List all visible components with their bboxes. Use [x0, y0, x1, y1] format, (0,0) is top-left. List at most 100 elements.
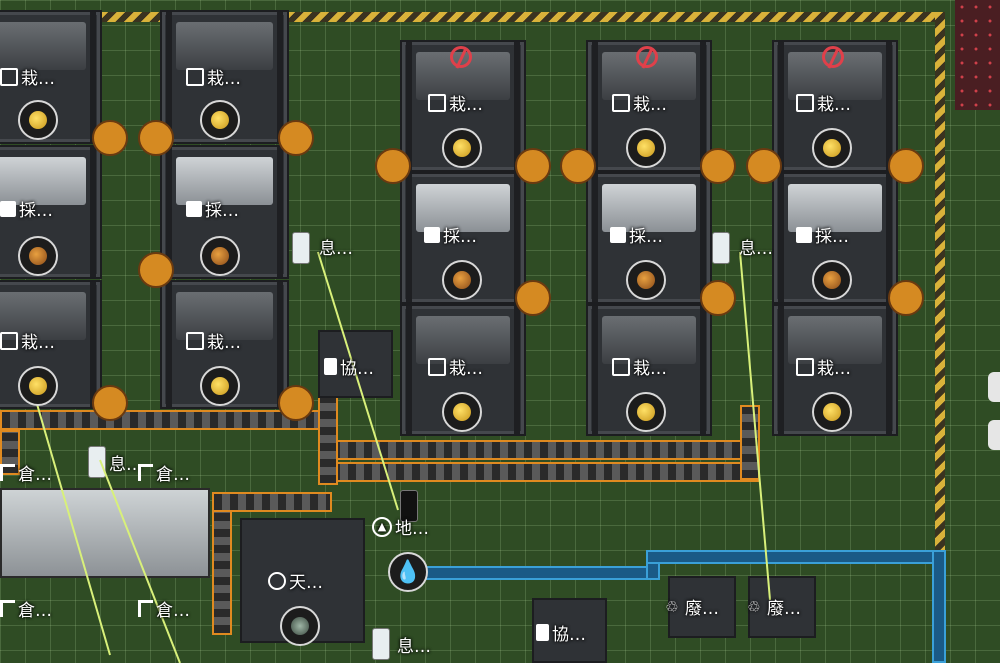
rest-label[interactable]: 息… — [374, 632, 431, 657]
crop-bubble[interactable] — [442, 128, 482, 168]
planter-machine[interactable] — [160, 280, 289, 409]
belt-port[interactable] — [278, 385, 314, 421]
conveyor-belt[interactable] — [740, 405, 760, 480]
belt-port[interactable] — [746, 148, 782, 184]
harvester-label[interactable]: 採… — [424, 222, 477, 247]
harvester-label[interactable]: 採… — [0, 196, 53, 221]
sky-label[interactable]: 天… — [268, 568, 323, 593]
storage-label[interactable]: 倉… — [138, 596, 190, 621]
document-icon — [324, 358, 337, 375]
storage-label[interactable]: 倉… — [0, 596, 52, 621]
water-pipe[interactable] — [420, 566, 660, 580]
water-pipe[interactable] — [646, 550, 946, 564]
storage-building[interactable] — [0, 488, 210, 578]
protocol-label[interactable]: 協… — [324, 354, 374, 379]
waste-label[interactable]: ♲廢… — [744, 594, 801, 620]
crop-bubble[interactable] — [626, 392, 666, 432]
crop-bubble[interactable] — [18, 100, 58, 140]
crop-bubble[interactable] — [442, 392, 482, 432]
conveyor-belt[interactable] — [0, 430, 20, 475]
planter-label[interactable]: 栽… — [796, 354, 851, 379]
crop-bubble[interactable] — [18, 366, 58, 406]
planter-label[interactable]: 栽… — [612, 90, 667, 115]
rest-icon — [86, 453, 106, 473]
belt-port[interactable] — [888, 280, 924, 316]
planter-label[interactable]: 栽… — [612, 354, 667, 379]
belt-port[interactable] — [375, 148, 411, 184]
belt-port[interactable] — [700, 148, 736, 184]
belt-port[interactable] — [515, 148, 551, 184]
belt-port[interactable] — [515, 280, 551, 316]
relay-tower[interactable] — [400, 490, 418, 522]
belt-port[interactable] — [700, 280, 736, 316]
belt-port[interactable] — [138, 120, 174, 156]
restricted-area — [955, 0, 1000, 110]
product-bubble[interactable] — [200, 236, 240, 276]
waste-label[interactable]: ♲廢… — [662, 594, 719, 620]
crop-bubble[interactable] — [626, 128, 666, 168]
water-pipe[interactable] — [932, 550, 946, 663]
belt-port[interactable] — [560, 148, 596, 184]
harvester-machine[interactable] — [0, 145, 102, 279]
harvester-label[interactable]: 採… — [610, 222, 663, 247]
planter-label[interactable]: 栽… — [428, 354, 483, 379]
planter-machine[interactable] — [586, 304, 712, 436]
planter-label[interactable]: 栽… — [186, 64, 241, 89]
planter-label[interactable]: 栽… — [796, 90, 851, 115]
planter-icon — [0, 331, 18, 350]
rest-icon — [374, 635, 394, 655]
belt-port[interactable] — [138, 252, 174, 288]
product-bubble[interactable] — [18, 236, 58, 276]
rest-label[interactable]: 息… — [86, 450, 143, 475]
relay-tower[interactable] — [712, 232, 730, 264]
planter-label[interactable]: 栽… — [428, 90, 483, 115]
planter-icon — [186, 331, 204, 350]
harvester-label[interactable]: 採… — [186, 196, 239, 221]
side-tool-button[interactable] — [988, 372, 1000, 402]
planter-label[interactable]: 栽… — [0, 328, 55, 353]
sky-station-bubble[interactable] — [280, 606, 320, 646]
conveyor-belt[interactable] — [330, 440, 760, 460]
harvester-icon — [796, 226, 812, 243]
product-bubble[interactable] — [442, 260, 482, 300]
conveyor-belt[interactable] — [212, 495, 232, 635]
power-off-icon — [822, 46, 844, 68]
waste-processor[interactable] — [668, 576, 736, 638]
belt-port[interactable] — [92, 385, 128, 421]
conveyor-belt[interactable] — [330, 462, 760, 482]
planter-label[interactable]: 栽… — [186, 328, 241, 353]
crop-bubble[interactable] — [812, 392, 852, 432]
planter-label[interactable]: 栽… — [0, 64, 55, 89]
conveyor-belt[interactable] — [318, 395, 338, 485]
product-bubble[interactable] — [626, 260, 666, 300]
storage-icon — [138, 464, 153, 481]
crop-bubble[interactable] — [812, 128, 852, 168]
harvester-label[interactable]: 採… — [796, 222, 849, 247]
crop-bubble[interactable] — [200, 366, 240, 406]
ground-label[interactable]: ▲地… — [372, 514, 429, 539]
product-bubble[interactable] — [812, 260, 852, 300]
storage-label[interactable]: 倉… — [138, 460, 190, 485]
water-drop-icon[interactable]: 💧 — [388, 552, 428, 592]
side-tool-button[interactable] — [988, 420, 1000, 450]
belt-port[interactable] — [92, 120, 128, 156]
relay-tower[interactable] — [292, 232, 310, 264]
planter-icon — [796, 93, 814, 112]
storage-label[interactable]: 倉… — [0, 460, 52, 485]
belt-port[interactable] — [888, 148, 924, 184]
belt-port[interactable] — [278, 120, 314, 156]
harvester-icon — [424, 226, 440, 243]
conveyor-belt[interactable] — [212, 492, 332, 512]
zone-border-top — [100, 12, 945, 22]
ground-icon: ▲ — [372, 516, 392, 537]
planter-icon — [796, 357, 814, 376]
rest-label[interactable]: 息… — [296, 234, 353, 259]
planter-icon — [0, 67, 18, 86]
protocol-label[interactable]: 協… — [536, 620, 586, 645]
rest-label[interactable]: 息… — [716, 234, 773, 259]
harvester-icon — [0, 200, 16, 217]
crop-bubble[interactable] — [200, 100, 240, 140]
harvester-icon — [186, 200, 202, 217]
relay-tower[interactable] — [372, 628, 390, 660]
